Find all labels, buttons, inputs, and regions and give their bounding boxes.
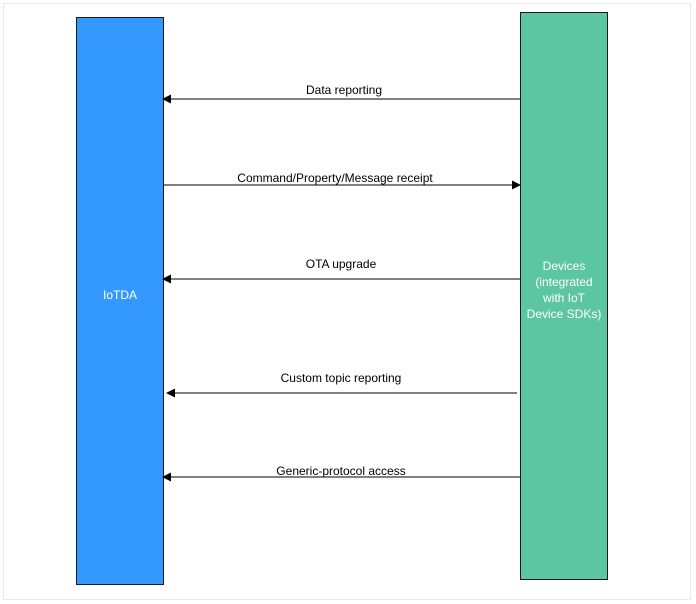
- diagram-frame: [3, 3, 691, 600]
- arrow-generic-protocol-access: [162, 472, 520, 482]
- arrow-label-data-reporting: Data reporting: [305, 83, 383, 97]
- arrow-command-receipt: [164, 180, 521, 190]
- devices-lane: Devices (integrated with IoT Device SDKs…: [520, 12, 608, 580]
- arrow-label-generic-protocol-access: Generic-protocol access: [276, 464, 406, 478]
- arrow-custom-topic-reporting: [166, 388, 517, 398]
- arrow-label-custom-topic-reporting: Custom topic reporting: [280, 371, 402, 385]
- iotda-lane-label: IoTDA: [102, 288, 137, 302]
- devices-lane-label: Devices (integrated with IoT Device SDKs…: [526, 259, 602, 321]
- arrow-data-reporting-head: [162, 94, 171, 104]
- arrow-label-command-receipt: Command/Property/Message receipt: [237, 171, 433, 185]
- arrow-ota-upgrade: [162, 274, 520, 284]
- arrow-generic-protocol-access-head: [162, 472, 171, 482]
- arrow-ota-upgrade-head: [162, 274, 171, 284]
- arrow-label-ota-upgrade: OTA upgrade: [305, 257, 377, 271]
- arrow-command-receipt-head: [512, 180, 521, 190]
- iotda-lane: IoTDA: [76, 17, 164, 585]
- arrow-custom-topic-reporting-head: [166, 388, 175, 398]
- arrow-data-reporting: [162, 94, 520, 104]
